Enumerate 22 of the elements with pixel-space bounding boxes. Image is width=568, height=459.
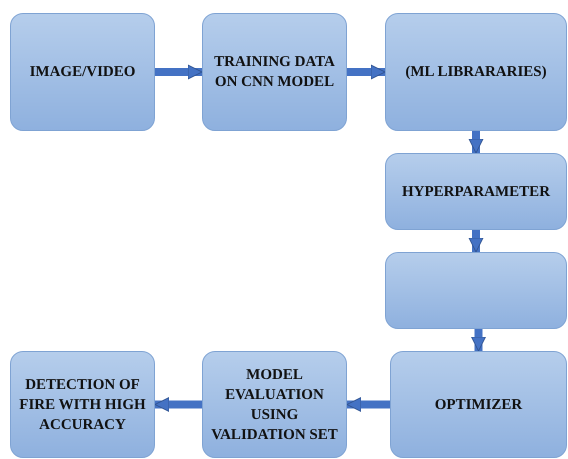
arrow [155, 64, 202, 80]
process-box [202, 13, 347, 131]
process-box [10, 351, 155, 458]
box-label: HYPERPARAMETER [402, 182, 550, 202]
arrow [346, 397, 390, 412]
box-label: DETECTION OF FIRE WITH HIGH ACCURACY [19, 376, 146, 434]
process-box [385, 13, 567, 131]
process-box [385, 153, 567, 230]
arrow [468, 230, 484, 252]
arrow [347, 64, 386, 80]
arrow [471, 329, 486, 352]
box-label: IMAGE/VIDEO [30, 63, 136, 82]
box-label: (ML LIBRARARIES) [405, 63, 547, 82]
box-label: OPTIMIZER [434, 396, 522, 414]
box-label: MODEL EVALUATION USING VALIDATION SET [211, 366, 338, 444]
process-box [202, 351, 347, 458]
arrow [468, 131, 484, 154]
empty-box [385, 252, 567, 329]
arrow [154, 397, 202, 412]
process-box [390, 351, 567, 458]
box-label: TRAINING DATA ON CNN MODEL [213, 53, 336, 92]
process-box [10, 13, 155, 131]
